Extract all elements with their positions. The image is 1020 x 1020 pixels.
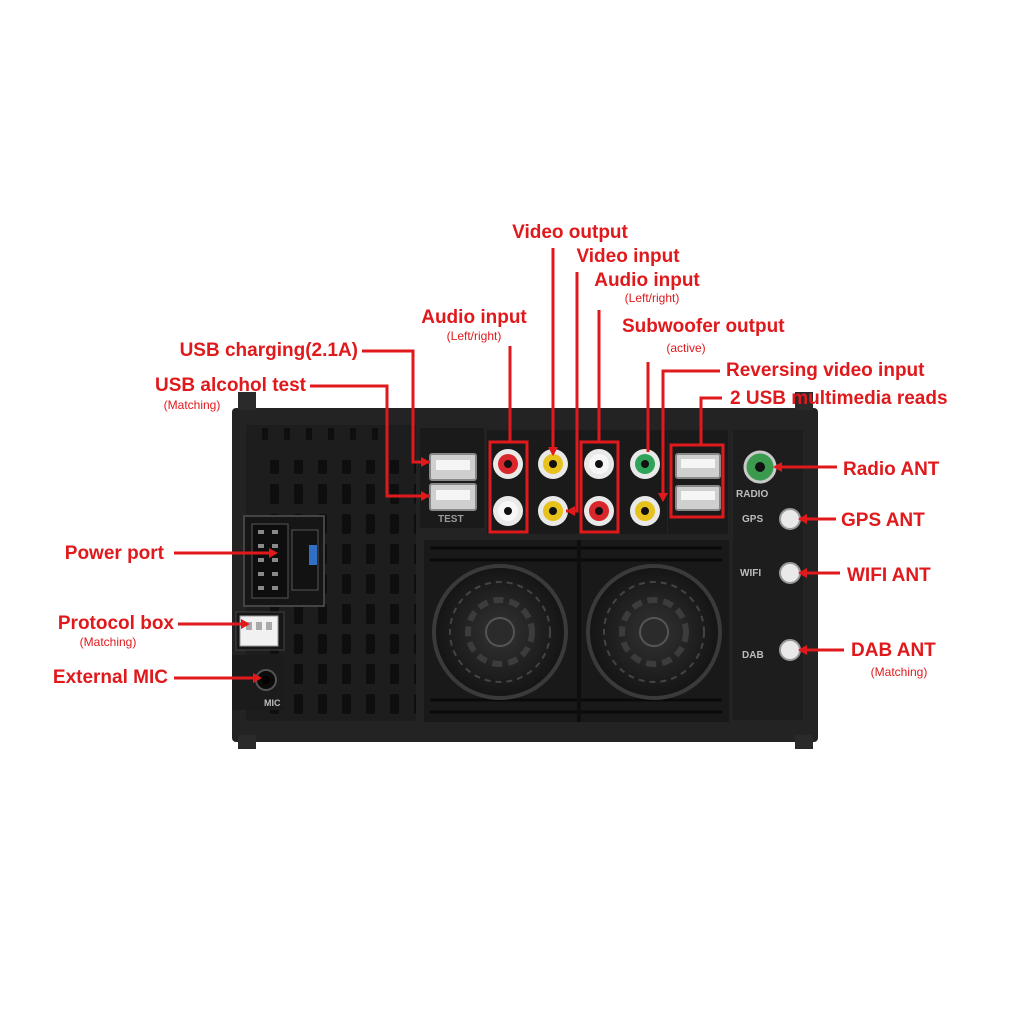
protocol-box-connector [235, 611, 285, 651]
wifi-marking: WIFI [740, 568, 762, 579]
label-dab-ant-sub: (Matching) [870, 665, 928, 679]
label-radio-ant: Radio ANT [843, 459, 940, 480]
mic-jack [232, 655, 284, 710]
label-subwoofer-output: Subwoofer output [622, 316, 785, 337]
label-audio-input-top-sub: (Left/right) [624, 291, 680, 305]
dab-marking: DAB [742, 650, 764, 661]
rca-audio-in-white-top [584, 449, 614, 479]
label-audio-input-left-sub: (Left/right) [446, 329, 502, 343]
callout-arrowheads [241, 447, 807, 683]
label-protocol-box: Protocol box [57, 613, 174, 634]
label-video-output: Video output [512, 222, 628, 243]
rca-video-out [538, 449, 568, 479]
usb-alcohol-test-port [429, 483, 477, 511]
label-usb-multimedia: 2 USB multimedia reads [730, 388, 948, 409]
radio-marking: RADIO [736, 489, 769, 500]
usb-charging-port [429, 453, 477, 481]
label-subwoofer-output-sub: (active) [666, 341, 706, 355]
label-wifi-ant: WIFI ANT [847, 565, 931, 586]
label-usb-alcohol-test-sub: (Matching) [163, 398, 221, 412]
usb-multimedia-port-2 [675, 485, 721, 511]
label-gps-ant: GPS ANT [841, 510, 925, 531]
label-reversing-video-input: Reversing video input [726, 360, 925, 381]
radio-ant-socket [743, 450, 777, 484]
rca-audio-in-white-bottom [493, 496, 523, 526]
rca-subwoofer-out [630, 449, 660, 479]
gps-marking: GPS [742, 514, 764, 525]
test-marking: TEST [438, 514, 464, 525]
cooling-fan-right [586, 564, 722, 700]
usb-multimedia-port-1 [675, 453, 721, 479]
power-port-connector [243, 515, 325, 607]
label-external-mic: External MIC [52, 667, 168, 688]
label-dab-ant: DAB ANT [851, 640, 936, 661]
label-power-port: Power port [64, 543, 164, 564]
label-usb-alcohol-test: USB alcohol test [155, 375, 306, 396]
label-usb-charging: USB charging(2.1A) [179, 340, 358, 361]
mic-marking: MIC [264, 698, 281, 708]
rca-audio-in-red-top [493, 449, 523, 479]
rca-audio-in-red-bottom [584, 496, 614, 526]
wifi-ant-socket [779, 562, 801, 584]
dab-ant-socket [779, 639, 801, 661]
gps-ant-socket [779, 508, 801, 530]
rca-video-in [538, 496, 568, 526]
rca-reversing-video-in [630, 496, 660, 526]
label-audio-input-top: Audio input [594, 270, 700, 291]
label-protocol-box-sub: (Matching) [79, 635, 137, 649]
label-audio-input-left: Audio input [421, 307, 527, 328]
label-video-input: Video input [576, 246, 680, 267]
cooling-fan-left [432, 564, 568, 700]
